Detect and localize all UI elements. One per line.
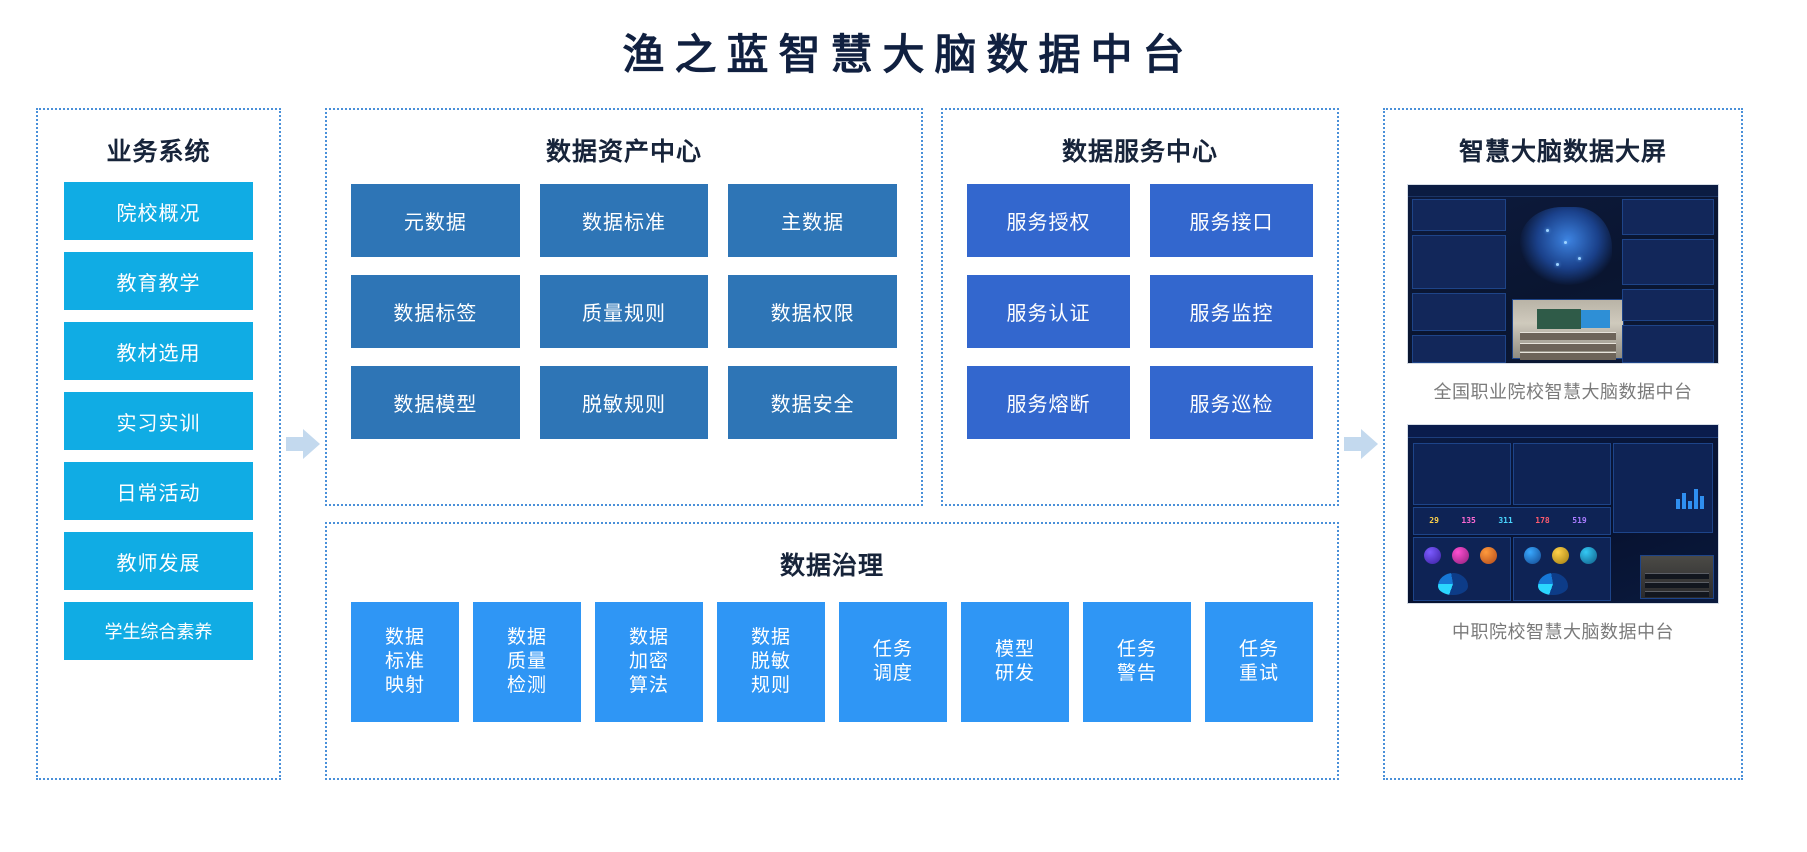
kpi-number-row: 29 135 311 178 519: [1418, 509, 1598, 531]
architecture-diagram: 业务系统 院校概况 教育教学 教材选用 实习实训 日常活动 教师发展 学生综合素…: [0, 108, 1807, 808]
asset-item-6[interactable]: 数据模型: [351, 366, 520, 439]
middle-top-row: 数据资产中心 元数据 数据标准 主数据 数据标签 质量规则 数据权限 数据模型 …: [325, 108, 1339, 506]
smart-brain-screen-title: 智慧大脑数据大屏: [1458, 138, 1667, 166]
asset-item-0[interactable]: 元数据: [351, 184, 520, 257]
arrow-business-to-asset: [281, 108, 325, 780]
classroom-photo: [1640, 555, 1714, 599]
data-service-grid: 服务授权 服务接口 服务认证 服务监控 服务熔断 服务巡检: [967, 184, 1313, 439]
right-arrow-icon: [1344, 429, 1378, 459]
page-title: 渔之蓝智慧大脑数据中台: [622, 31, 1195, 78]
dashboard-left-column: [1412, 199, 1506, 363]
data-service-center-title: 数据服务中心: [1061, 138, 1218, 166]
business-item-0[interactable]: 院校概况: [64, 182, 253, 240]
china-map-graphic: [1512, 201, 1622, 297]
dashboard-topbar: [1408, 425, 1718, 438]
governance-item-2[interactable]: 数据 加密 算法: [595, 602, 703, 722]
right-arrow-icon: [286, 429, 320, 459]
governance-item-5[interactable]: 模型 研发: [961, 602, 1069, 722]
data-service-center-panel: 数据服务中心 服务授权 服务接口 服务认证 服务监控 服务熔断 服务巡检: [941, 108, 1339, 506]
data-asset-center-title: 数据资产中心: [545, 138, 702, 166]
middle-column: 数据资产中心 元数据 数据标准 主数据 数据标签 质量规则 数据权限 数据模型 …: [325, 108, 1339, 780]
business-item-4[interactable]: 日常活动: [64, 462, 253, 520]
service-item-5[interactable]: 服务巡检: [1150, 366, 1313, 439]
service-item-0[interactable]: 服务授权: [967, 184, 1130, 257]
service-item-4[interactable]: 服务熔断: [967, 366, 1130, 439]
dashboard-right-column: [1622, 199, 1714, 363]
governance-item-3[interactable]: 数据 脱敏 规则: [717, 602, 825, 722]
data-asset-center-panel: 数据资产中心 元数据 数据标准 主数据 数据标签 质量规则 数据权限 数据模型 …: [325, 108, 923, 506]
asset-item-3[interactable]: 数据标签: [351, 275, 520, 348]
screenshot-caption-0: 全国职业院校智慧大脑数据中台: [1433, 382, 1693, 402]
asset-item-1[interactable]: 数据标准: [539, 184, 709, 257]
kpi-number-4: 519: [1572, 515, 1587, 525]
asset-item-7[interactable]: 脱敏规则: [539, 366, 709, 439]
kpi-number-1: 135: [1461, 515, 1476, 525]
data-governance-grid: 数据 标准 映射 数据 质量 检测 数据 加密 算法 数据 脱敏 规则 任务 调…: [351, 602, 1313, 722]
classroom-photo: [1512, 299, 1624, 361]
service-item-2[interactable]: 服务认证: [967, 275, 1130, 348]
arrow-service-to-screen: [1339, 108, 1383, 780]
governance-item-1[interactable]: 数据 质量 检测: [473, 602, 581, 722]
business-system-title: 业务系统: [106, 138, 211, 166]
asset-item-4[interactable]: 质量规则: [539, 275, 709, 348]
data-governance-title: 数据治理: [779, 552, 884, 580]
service-item-1[interactable]: 服务接口: [1150, 184, 1313, 257]
service-item-3[interactable]: 服务监控: [1150, 275, 1313, 348]
screenshot-caption-1: 中职院校智慧大脑数据中台: [1452, 622, 1674, 642]
business-item-5[interactable]: 教师发展: [64, 532, 253, 590]
governance-item-4[interactable]: 任务 调度: [839, 602, 947, 722]
asset-item-2[interactable]: 主数据: [728, 184, 897, 257]
business-system-list: 院校概况 教育教学 教材选用 实习实训 日常活动 教师发展 学生综合素养: [64, 182, 253, 660]
business-system-panel: 业务系统 院校概况 教育教学 教材选用 实习实训 日常活动 教师发展 学生综合素…: [36, 108, 281, 780]
governance-item-0[interactable]: 数据 标准 映射: [351, 602, 459, 722]
kpi-number-2: 311: [1498, 515, 1513, 525]
business-item-6[interactable]: 学生综合素养: [64, 602, 253, 660]
mini-bar-chart: [1676, 485, 1704, 509]
business-item-1[interactable]: 教育教学: [64, 252, 253, 310]
screenshot-block-1: 29 135 311 178 519: [1407, 424, 1719, 644]
asset-item-5[interactable]: 数据权限: [728, 275, 897, 348]
business-item-2[interactable]: 教材选用: [64, 322, 253, 380]
smart-brain-screen-panel: 智慧大脑数据大屏: [1383, 108, 1743, 780]
governance-item-6[interactable]: 任务 警告: [1083, 602, 1191, 722]
kpi-number-3: 178: [1535, 515, 1550, 525]
data-governance-panel: 数据治理 数据 标准 映射 数据 质量 检测 数据 加密 算法 数据 脱敏 规则…: [325, 522, 1339, 780]
governance-item-7[interactable]: 任务 重试: [1205, 602, 1313, 722]
screenshot-block-0: 全国职业院校智慧大脑数据中台: [1407, 184, 1719, 404]
business-item-3[interactable]: 实习实训: [64, 392, 253, 450]
dashboard-topbar: [1408, 185, 1718, 197]
dashboard-screenshot-vocational[interactable]: 29 135 311 178 519: [1407, 424, 1719, 604]
data-asset-grid: 元数据 数据标准 主数据 数据标签 质量规则 数据权限 数据模型 脱敏规则 数据…: [351, 184, 897, 439]
dashboard-screenshot-national[interactable]: [1407, 184, 1719, 364]
kpi-number-0: 29: [1429, 515, 1439, 525]
asset-item-8[interactable]: 数据安全: [728, 366, 897, 439]
